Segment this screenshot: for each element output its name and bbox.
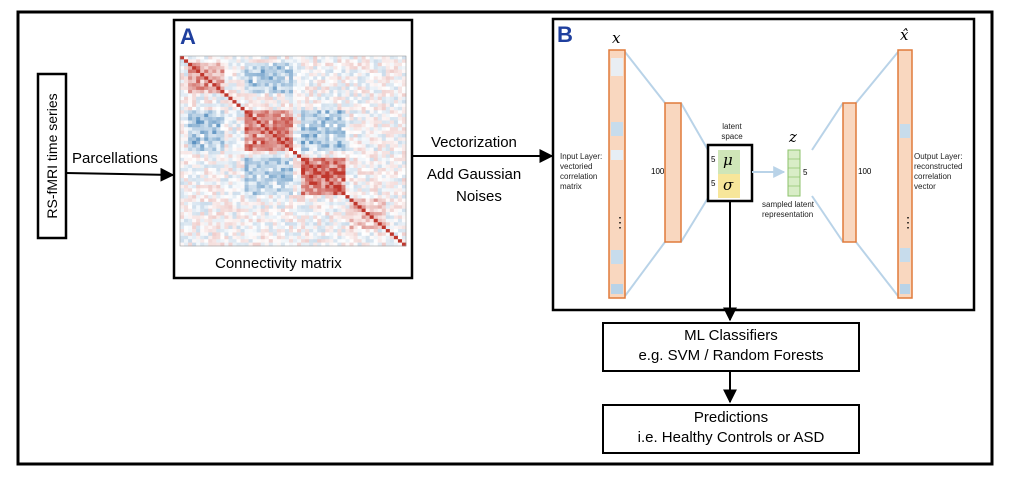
panel-a-letter: A: [180, 24, 196, 49]
connectivity-matrix-caption: Connectivity matrix: [215, 255, 342, 272]
z-vector: [787, 149, 801, 197]
classifier-title: ML Classifiers: [684, 327, 778, 344]
input-layer-label: Input Layer: vectoried correlation matri…: [560, 152, 603, 191]
mu-dimension: 5: [711, 155, 716, 164]
hidden-left-size: 100: [651, 167, 665, 176]
hidden-layer-right: [842, 102, 857, 243]
x-hat-symbol: x̂: [900, 26, 909, 44]
predictions-text: Predictions i.e. Healthy Controls or ASD: [603, 408, 859, 448]
matrix-frame: [179, 55, 407, 247]
input-dots: ⋮: [613, 214, 627, 230]
arrow-parcellations: [65, 167, 175, 182]
panel-b-letter: B: [557, 22, 573, 47]
encoder-connectors: [624, 51, 709, 297]
input-layer-x: [608, 49, 626, 299]
classifier-subtitle: e.g. SVM / Random Forests: [638, 347, 824, 364]
z-symbol: z: [789, 128, 797, 146]
add-gaussian-label: Add Gaussian: [427, 166, 522, 183]
hidden-right-size: 100: [858, 167, 872, 176]
output-dots: ⋮: [901, 214, 915, 230]
latent-space-label: latent space: [721, 122, 743, 141]
predictions-subtitle: i.e. Healthy Controls or ASD: [637, 429, 825, 446]
sigma-dimension: 5: [711, 179, 716, 188]
rs-fmri-label: RS-fMRI time series: [44, 93, 60, 219]
outer-frame: [16, 10, 994, 466]
sampled-latent-label: sampled latent representation: [762, 200, 815, 219]
classifier-text: ML Classifiers e.g. SVM / Random Forests: [603, 326, 859, 366]
noises-label: Noises: [456, 188, 502, 205]
predictions-title: Predictions: [693, 409, 769, 426]
classifier-box: [602, 322, 860, 372]
rs-fmri-box: [36, 72, 68, 240]
predictions-box: [602, 404, 860, 454]
output-layer-xhat: [897, 49, 913, 299]
mu-symbol: μ: [723, 151, 733, 169]
hidden-layer-left: [664, 102, 682, 243]
vectorization-label: Vectorization: [431, 134, 517, 151]
connectivity-matrix-image: [180, 56, 407, 247]
output-layer-label: Output Layer: reconstructed correlation …: [914, 152, 963, 191]
parcellations-label: Parcellations: [72, 150, 158, 167]
sigma-symbol: σ: [723, 176, 734, 194]
decoder-connectors: [811, 51, 899, 297]
mu-cell: [718, 150, 740, 174]
sigma-cell: [718, 174, 740, 198]
x-symbol: x: [612, 29, 621, 47]
z-dimension: 5: [803, 168, 808, 177]
